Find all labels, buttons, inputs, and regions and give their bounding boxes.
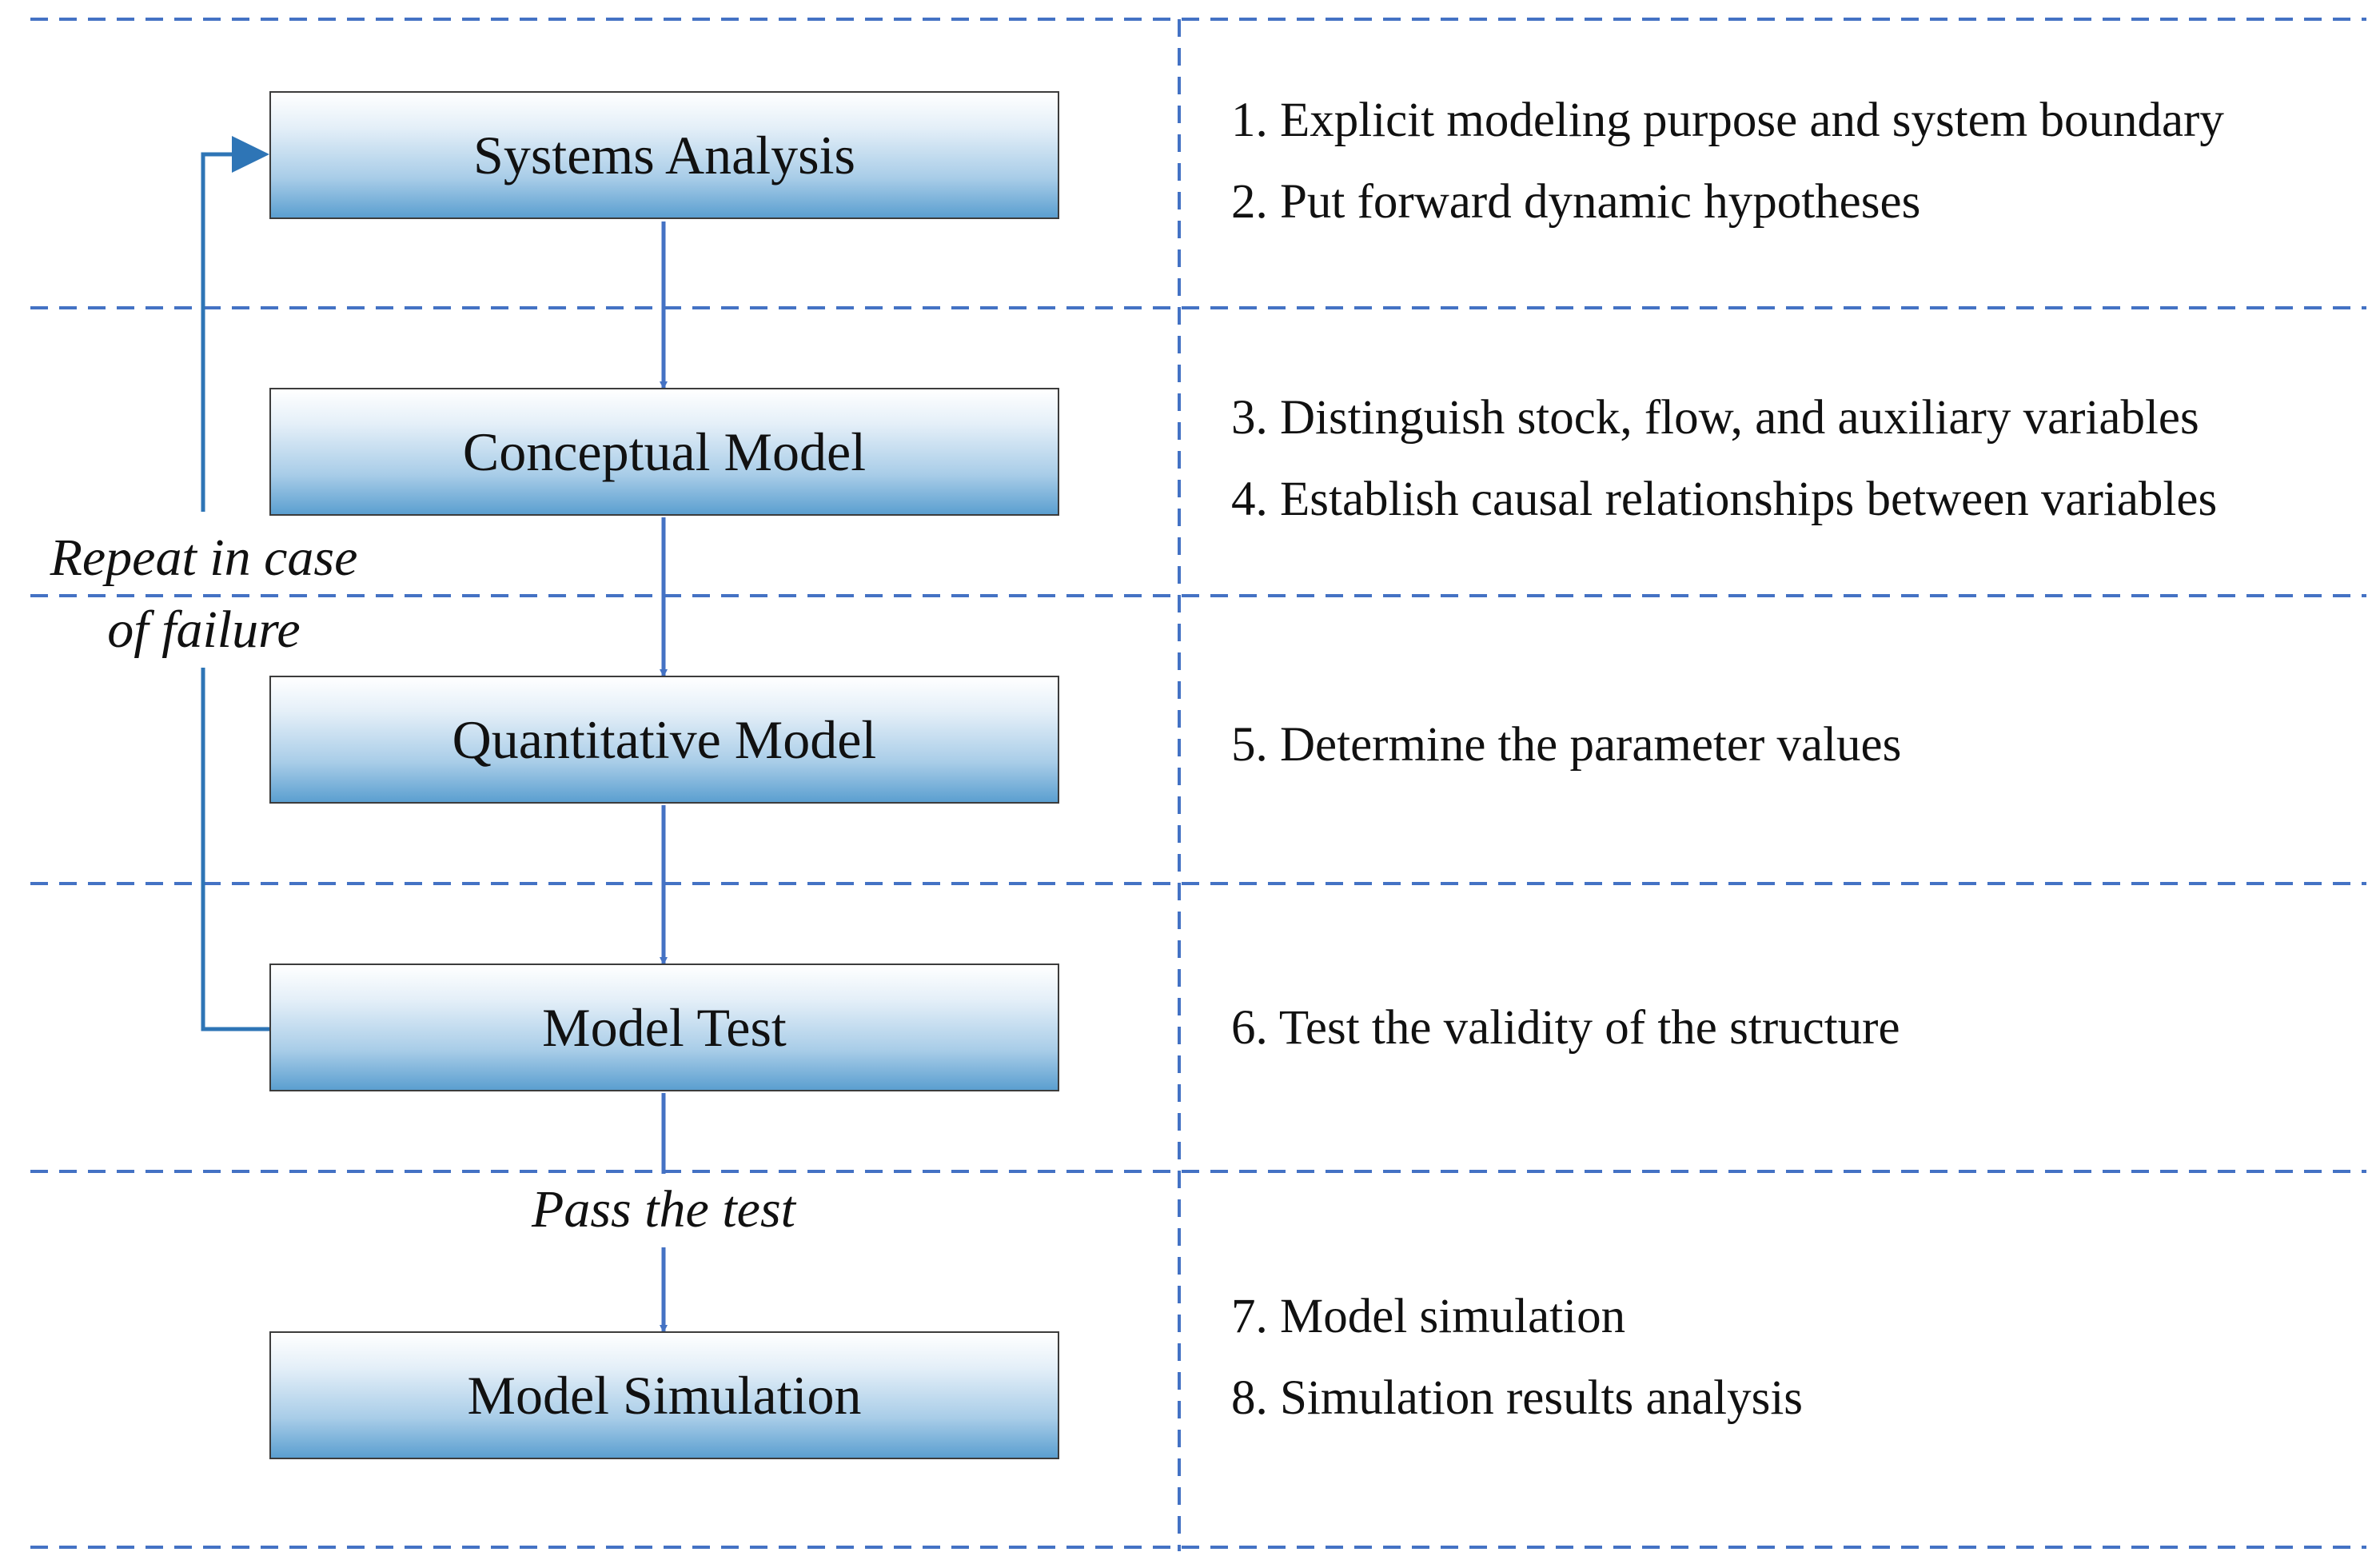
stage-label: Systems Analysis bbox=[473, 124, 855, 186]
feedback-label-line1: Repeat in case bbox=[50, 529, 358, 587]
step-8: 8. Simulation results analysis bbox=[1231, 1371, 1804, 1425]
stage-model-simulation: Model Simulation bbox=[269, 1331, 1059, 1459]
step-7: 7. Model simulation bbox=[1231, 1290, 1626, 1343]
feedback-line-upper bbox=[201, 152, 232, 512]
feedback-arrowhead bbox=[232, 136, 269, 173]
step-3: 3. Distinguish stock, flow, and auxiliar… bbox=[1231, 391, 2199, 445]
feedback-line-lower bbox=[201, 668, 269, 1031]
stage-model-test: Model Test bbox=[269, 964, 1059, 1091]
pass-test-label: Pass the test bbox=[532, 1180, 795, 1239]
stage-quantitative-model: Quantitative Model bbox=[269, 676, 1059, 804]
step-1: 1. Explicit modeling purpose and system … bbox=[1231, 94, 2224, 147]
stage-systems-analysis: Systems Analysis bbox=[269, 91, 1059, 219]
stage-label: Model Test bbox=[542, 996, 787, 1058]
stage-label: Model Simulation bbox=[467, 1364, 862, 1426]
step-6: 6. Test the validity of the structure bbox=[1231, 1001, 1900, 1055]
section-dividers bbox=[30, 18, 2366, 1549]
stage-label: Conceptual Model bbox=[462, 421, 867, 482]
step-2: 2. Put forward dynamic hypotheses bbox=[1231, 175, 1921, 229]
stage-label: Quantitative Model bbox=[452, 708, 877, 770]
step-5: 5. Determine the parameter values bbox=[1231, 718, 1902, 772]
feedback-label-line2: of failure bbox=[107, 600, 301, 659]
step-4: 4. Establish causal relationships betwee… bbox=[1231, 473, 2218, 526]
feedback-loop bbox=[201, 136, 269, 1031]
stage-conceptual-model: Conceptual Model bbox=[269, 388, 1059, 516]
